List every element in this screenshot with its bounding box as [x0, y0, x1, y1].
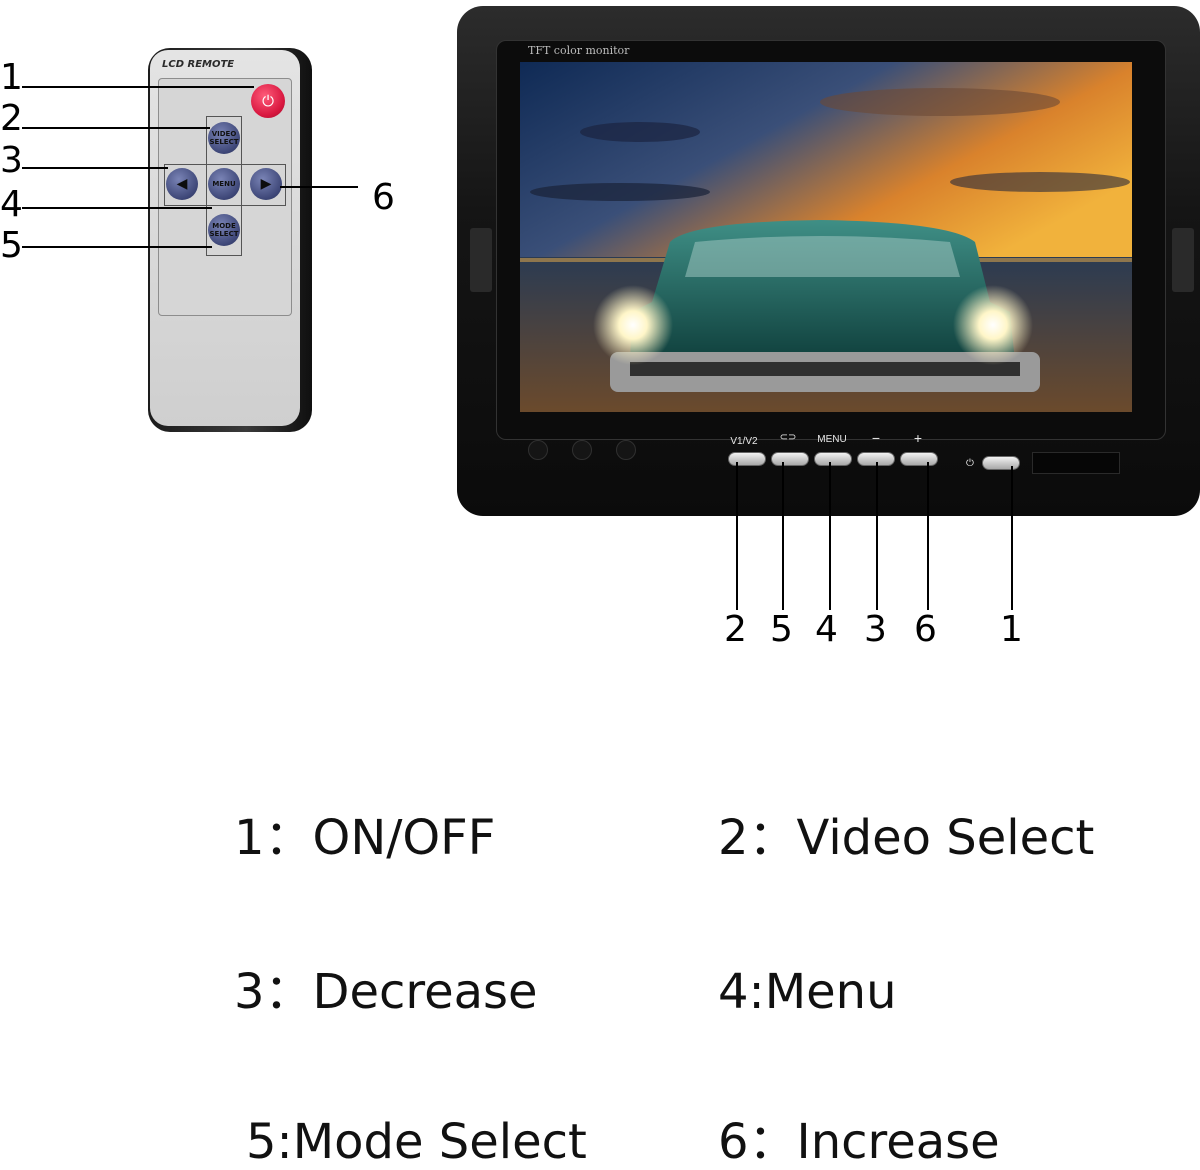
remote-right-button[interactable]: ▶	[250, 168, 282, 200]
video-select-label: VIDEO SELECT	[209, 130, 239, 146]
plus-icon: +	[913, 430, 923, 446]
mode-icon: ⊂⊃	[779, 432, 797, 443]
monitor-callout-line-3	[876, 462, 878, 610]
menu-label: MENU	[212, 180, 236, 188]
monitor-power-button[interactable]	[982, 456, 1020, 470]
remote-callout-4: 4	[0, 184, 23, 225]
remote-left-button[interactable]: ◀	[166, 168, 198, 200]
monitor-callout-2: 2	[724, 609, 747, 650]
callout-line-4	[22, 207, 212, 209]
monitor-label: TFT color monitor	[528, 44, 630, 57]
sunset-car-image	[520, 62, 1132, 412]
monitor-callout-1: 1	[1000, 609, 1023, 650]
monitor-menu-button[interactable]	[814, 452, 852, 466]
monitor-callout-line-6	[927, 462, 929, 610]
legend-item-on-off: 1：ON/OFF	[234, 810, 496, 866]
callout-line-5	[22, 246, 212, 248]
legend-item-menu: 4:Menu	[718, 964, 897, 1020]
monitor-left-bracket	[470, 228, 492, 292]
v1v2-label: V1/V2	[730, 436, 758, 447]
callout-line-6	[280, 186, 358, 188]
monitor-mode-button[interactable]	[771, 452, 809, 466]
monitor-plus-button[interactable]	[900, 452, 938, 466]
remote-callout-6: 6	[372, 177, 395, 218]
callout-line-1	[22, 86, 254, 88]
dpad-vertical-frame	[206, 116, 242, 256]
monitor-callout-line-5	[782, 462, 784, 610]
monitor-sensor-2	[572, 440, 592, 460]
monitor-callout-line-2	[736, 462, 738, 610]
left-arrow-icon: ◀	[176, 176, 188, 192]
monitor-callout-4: 4	[815, 609, 838, 650]
power-icon: ⏻	[966, 458, 974, 469]
remote-callout-1: 1	[0, 57, 23, 98]
monitor-sensor-1	[528, 440, 548, 460]
monitor-screen	[520, 62, 1132, 412]
callout-line-2	[22, 127, 210, 129]
monitor-callout-5: 5	[770, 609, 793, 650]
ir-receiver-window	[1032, 452, 1120, 474]
minus-icon: −	[871, 430, 881, 446]
monitor-callout-3: 3	[864, 609, 887, 650]
remote-menu-button[interactable]: MENU	[208, 168, 240, 200]
menu-label: MENU	[817, 434, 847, 445]
monitor-sensor-3	[616, 440, 636, 460]
callout-line-3	[22, 167, 168, 169]
legend-item-decrease: 3：Decrease	[234, 964, 538, 1020]
remote-callout-2: 2	[0, 98, 23, 139]
remote-title: LCD REMOTE	[162, 59, 235, 70]
mode-select-label: MODE SELECT	[209, 222, 239, 238]
remote-power-button[interactable]: ⏻	[251, 84, 285, 118]
remote-callout-3: 3	[0, 140, 23, 181]
remote-callout-5: 5	[0, 225, 23, 266]
legend-item-mode-select: 5:Mode Select	[246, 1114, 587, 1170]
monitor-right-bracket	[1172, 228, 1194, 292]
remote-mode-select-button[interactable]: MODE SELECT	[208, 214, 240, 246]
legend-item-video-select: 2：Video Select	[718, 810, 1095, 866]
monitor-callout-line-4	[829, 462, 831, 610]
legend-item-increase: 6：Increase	[718, 1114, 1000, 1170]
right-arrow-icon: ▶	[260, 176, 272, 192]
dpad-horizontal-frame	[164, 164, 286, 206]
monitor-callout-line-1	[1011, 466, 1013, 610]
monitor-v1v2-button[interactable]	[728, 452, 766, 466]
monitor-callout-6: 6	[914, 609, 937, 650]
remote-video-select-button[interactable]: VIDEO SELECT	[208, 122, 240, 154]
power-icon: ⏻	[262, 92, 274, 110]
